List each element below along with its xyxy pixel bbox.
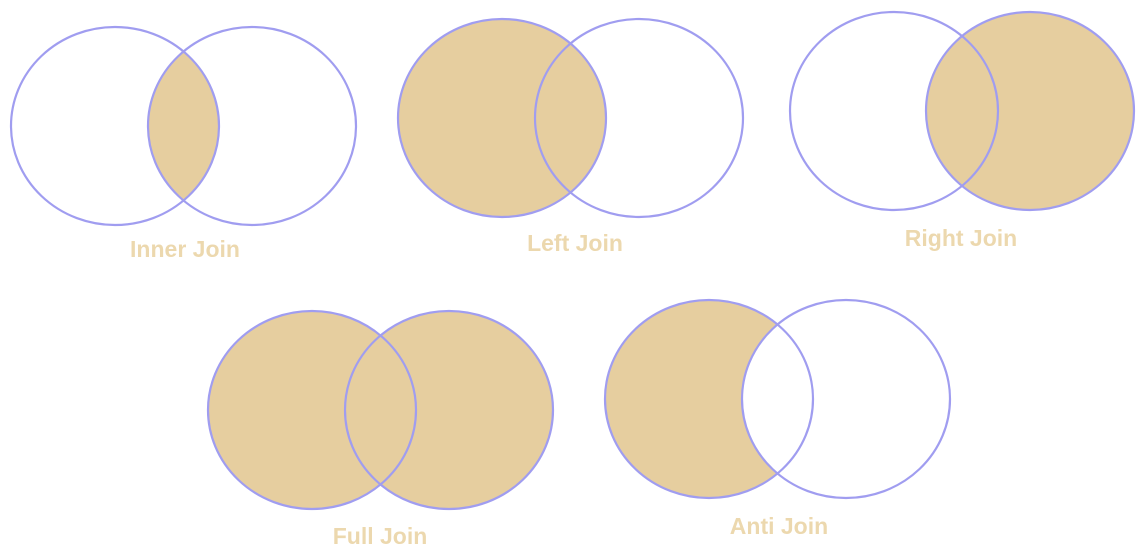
- anti-join-label: Anti Join: [730, 513, 828, 539]
- right-join-label: Right Join: [905, 225, 1017, 251]
- right-join-shaded-right-circle: [926, 12, 1134, 210]
- anti-join-left-circle: [603, 298, 815, 500]
- inner-join-left-circle: [9, 25, 221, 227]
- anti-join-right-circle: [740, 298, 952, 500]
- left-join-shaded-left-circle: [398, 19, 606, 217]
- right-join-diagram: Right Join: [788, 10, 1136, 251]
- inner-join-diagram: Inner Join: [9, 25, 358, 262]
- anti-join-diagram: Anti Join: [603, 298, 952, 539]
- full-join-diagram: Full Join: [206, 309, 555, 549]
- full-join-right-circle: [343, 309, 555, 511]
- left-join-label: Left Join: [527, 230, 623, 256]
- right-join-left-circle: [788, 10, 1000, 212]
- full-join-shaded-right-circle: [345, 311, 553, 509]
- left-join-left-circle: [396, 17, 608, 219]
- left-join-right-circle: [533, 17, 745, 219]
- left-join-diagram: Left Join: [396, 17, 745, 256]
- inner-join-right-circle: [146, 25, 358, 227]
- full-join-label: Full Join: [333, 523, 428, 549]
- full-join-left-circle: [206, 309, 418, 511]
- inner-join-shaded-intersection: [148, 27, 219, 225]
- inner-join-label: Inner Join: [130, 236, 240, 262]
- right-join-right-circle: [924, 10, 1136, 212]
